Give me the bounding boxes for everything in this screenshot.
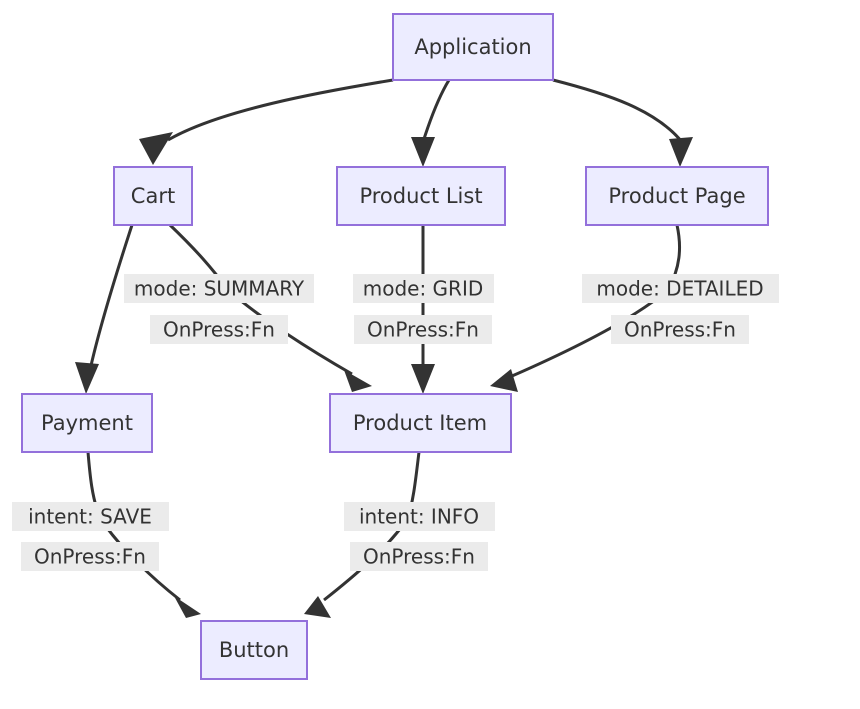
node-rect-payment[interactable]: [21, 393, 153, 453]
edge-label-product-list-product-item-handler: OnPress:Fn: [354, 315, 492, 344]
node-rect-product-item[interactable]: [329, 393, 512, 453]
arrowhead-application-product-list: [411, 137, 435, 167]
edge-application-product-list: [411, 79, 451, 167]
arrowhead-product-item-button: [304, 596, 331, 618]
node-product-page[interactable]: Product Page: [585, 166, 769, 226]
edge-product-page-product-item: [490, 224, 682, 392]
arrowhead-cart-payment: [75, 362, 99, 394]
arrowhead-application-cart: [139, 132, 173, 165]
edge-path-cart-payment: [88, 224, 134, 371]
edge-label-text-product-item-button-handler: OnPress:Fn: [363, 545, 475, 569]
node-label-product-page: Product Page: [608, 184, 745, 208]
edge-label-layer: mode: SUMMARY OnPress:Fn mode: GRID OnPr…: [12, 274, 779, 571]
edge-layer: [75, 78, 693, 618]
node-label-payment: Payment: [41, 411, 133, 435]
node-label-cart: Cart: [131, 184, 175, 208]
edge-label-cart-product-item-mode: mode: SUMMARY: [124, 274, 314, 303]
node-label-product-item: Product Item: [353, 411, 487, 435]
node-product-item[interactable]: Product Item: [329, 393, 512, 453]
node-label-application: Application: [414, 35, 531, 59]
edge-cart-payment: [75, 224, 134, 394]
edge-label-text-product-list-product-item-handler: OnPress:Fn: [367, 318, 479, 342]
edge-application-cart: [139, 78, 394, 165]
node-label-product-list: Product List: [359, 184, 482, 208]
edge-label-product-item-button-intent: intent: INFO: [344, 502, 495, 531]
node-layer: Application Cart Product List Product Pa…: [21, 13, 769, 680]
edge-label-text-cart-product-item-handler: OnPress:Fn: [163, 318, 275, 342]
edge-label-text-payment-button-intent: intent: SAVE: [28, 505, 152, 529]
node-payment[interactable]: Payment: [21, 393, 153, 453]
edge-path-application-cart: [167, 78, 394, 142]
edge-path-application-product-page: [552, 78, 684, 143]
edge-payment-button: [86, 451, 201, 618]
edge-product-item-button: [304, 451, 421, 618]
edge-label-text-product-page-product-item-handler: OnPress:Fn: [624, 318, 736, 342]
arrowhead-application-product-page: [669, 137, 693, 167]
edge-path-application-product-list: [421, 79, 451, 143]
node-rect-product-list[interactable]: [336, 166, 506, 226]
edge-label-cart-product-item-handler: OnPress:Fn: [150, 315, 288, 344]
node-rect-application[interactable]: [392, 13, 554, 81]
edge-label-payment-button-handler: OnPress:Fn: [21, 542, 159, 571]
edge-product-list-product-item: [411, 225, 435, 394]
node-rect-cart[interactable]: [113, 166, 193, 226]
node-cart[interactable]: Cart: [113, 166, 193, 226]
node-application[interactable]: Application: [392, 13, 554, 81]
edge-label-product-list-product-item-mode: mode: GRID: [353, 274, 494, 303]
node-label-button: Button: [219, 638, 289, 662]
edge-label-text-payment-button-handler: OnPress:Fn: [34, 545, 146, 569]
edge-label-text-product-page-product-item-mode: mode: DETAILED: [596, 277, 763, 301]
edge-label-product-page-product-item-handler: OnPress:Fn: [611, 315, 749, 344]
edge-label-text-cart-product-item-mode: mode: SUMMARY: [134, 277, 305, 301]
edge-application-product-page: [552, 78, 693, 167]
node-rect-button[interactable]: [200, 620, 308, 680]
edge-label-text-product-item-button-intent: intent: INFO: [359, 505, 479, 529]
node-rect-product-page[interactable]: [585, 166, 769, 226]
arrowhead-product-page-product-item: [490, 369, 518, 392]
node-product-list[interactable]: Product List: [336, 166, 506, 226]
edge-cart-product-item: [168, 223, 372, 392]
arrowhead-payment-button: [174, 596, 201, 618]
node-button[interactable]: Button: [200, 620, 308, 680]
edge-label-text-product-list-product-item-mode: mode: GRID: [363, 277, 484, 301]
edge-label-product-page-product-item-mode: mode: DETAILED: [582, 274, 779, 303]
edge-label-product-item-button-handler: OnPress:Fn: [350, 542, 488, 571]
edge-label-payment-button-intent: intent: SAVE: [12, 502, 169, 531]
arrowhead-cart-product-item: [344, 370, 372, 392]
arrowhead-product-list-product-item: [411, 364, 435, 394]
